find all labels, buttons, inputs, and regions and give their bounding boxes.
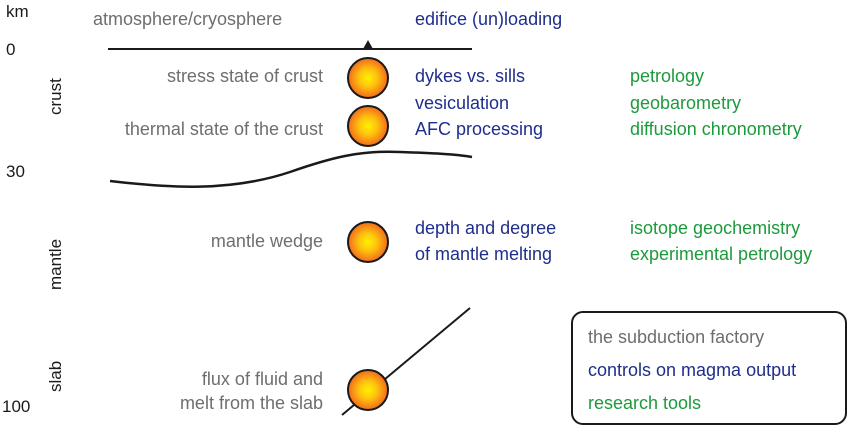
control-vesiculation: vesiculation xyxy=(415,93,510,113)
magma-body-upper-crust xyxy=(347,57,389,99)
factor-atmosphere: atmosphere/cryosphere xyxy=(93,9,283,29)
depth-unit-label: km xyxy=(6,2,29,21)
legend-item-controls: controls on magma output xyxy=(588,360,797,380)
control-mantle-melting: of mantle melting xyxy=(415,244,553,264)
factor-mantle-wedge: mantle wedge xyxy=(210,231,323,251)
control-edifice-loading: edifice (un)loading xyxy=(415,9,563,29)
depth-tick-0: 0 xyxy=(6,40,16,59)
depth-tick-30: 30 xyxy=(6,162,25,181)
volcano-vent-icon xyxy=(363,40,373,49)
tool-diffusion-chronometry: diffusion chronometry xyxy=(630,119,802,139)
zone-label-crust: crust xyxy=(46,78,65,115)
factor-stress-state: stress state of crust xyxy=(166,66,323,86)
moho-boundary-line xyxy=(109,150,473,188)
tool-geobarometry: geobarometry xyxy=(630,93,742,113)
magma-body-slab xyxy=(347,369,389,411)
control-dykes-sills: dykes vs. sills xyxy=(415,66,526,86)
legend-box: the subduction factory controls on magma… xyxy=(571,311,847,425)
magma-body-lower-crust xyxy=(347,105,389,147)
factor-slab-flux-line1: flux of fluid and xyxy=(201,369,323,389)
tool-isotope-geochemistry: isotope geochemistry xyxy=(630,218,801,238)
depth-tick-100: 100 xyxy=(2,397,31,416)
factor-thermal-state: thermal state of the crust xyxy=(124,119,323,139)
tool-petrology: petrology xyxy=(630,66,705,86)
control-depth-degree: depth and degree xyxy=(415,218,557,238)
factor-slab-flux-line2: melt from the slab xyxy=(179,393,323,413)
zone-label-slab: slab xyxy=(46,360,65,392)
zone-label-mantle: mantle xyxy=(46,238,65,290)
legend-item-factory: the subduction factory xyxy=(588,327,765,347)
legend-item-tools: research tools xyxy=(588,393,702,413)
tool-experimental-petrology: experimental petrology xyxy=(630,244,813,264)
magma-body-mantle-wedge xyxy=(347,221,389,263)
control-afc-processing: AFC processing xyxy=(415,119,544,139)
